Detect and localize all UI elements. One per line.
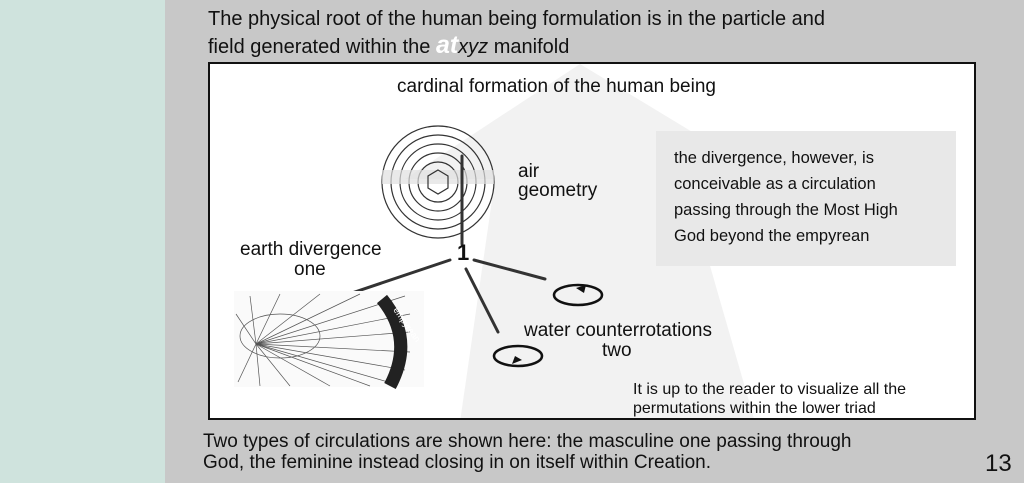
air-band <box>382 170 494 184</box>
slide-header: The physical root of the human being for… <box>208 6 988 60</box>
water-label-2: two <box>602 340 632 361</box>
header-line-1: The physical root of the human being for… <box>208 8 826 30</box>
air-label-2: geometry <box>518 180 598 201</box>
note-line: passing through the Most High <box>674 201 898 219</box>
bottom-note-line-2: permutations within the lower triad <box>633 400 876 417</box>
page-number: 13 <box>985 450 1012 477</box>
earth-label-1: earth divergence <box>240 239 382 260</box>
divergence-note-box: the divergence, however, is conceivable … <box>656 131 956 266</box>
brand-suffix: xyz <box>458 36 489 58</box>
sidebar-panel <box>0 0 165 483</box>
header-line-2: field generated within the atxyz manifol… <box>208 32 988 60</box>
earth-label-2: one <box>294 259 326 280</box>
bottom-note-line-1: It is up to the reader to visualize all … <box>633 381 907 398</box>
diagram-panel: empyrean cardinal formation of the human… <box>208 62 976 420</box>
counterrotation-icon-1 <box>552 283 604 307</box>
brand-logo: at <box>435 31 459 59</box>
footer-line-2: God, the feminine instead closing in on … <box>203 452 711 473</box>
footer-caption: Two types of circulations are shown here… <box>203 431 993 473</box>
diagram-title: cardinal formation of the human being <box>397 76 716 97</box>
water-label-1: water counterrotations <box>524 320 712 341</box>
air-label-1: air <box>518 161 540 182</box>
header-line-2-pre: field generated within the <box>208 36 436 58</box>
note-line: God beyond the empyrean <box>674 227 870 245</box>
divergence-rays <box>338 154 547 334</box>
note-line: the divergence, however, is <box>674 149 874 167</box>
earth-fan-sketch: empyrean <box>234 291 424 390</box>
note-line: conceivable as a circulation <box>674 175 876 193</box>
divergence-note-text: the divergence, however, is conceivable … <box>674 145 954 249</box>
counterrotation-icon-2 <box>492 344 544 368</box>
hexagon-icon <box>427 169 449 195</box>
footer-line-1: Two types of circulations are shown here… <box>203 431 852 452</box>
header-line-2-post: manifold <box>488 36 570 58</box>
center-number: 1 <box>457 240 470 265</box>
